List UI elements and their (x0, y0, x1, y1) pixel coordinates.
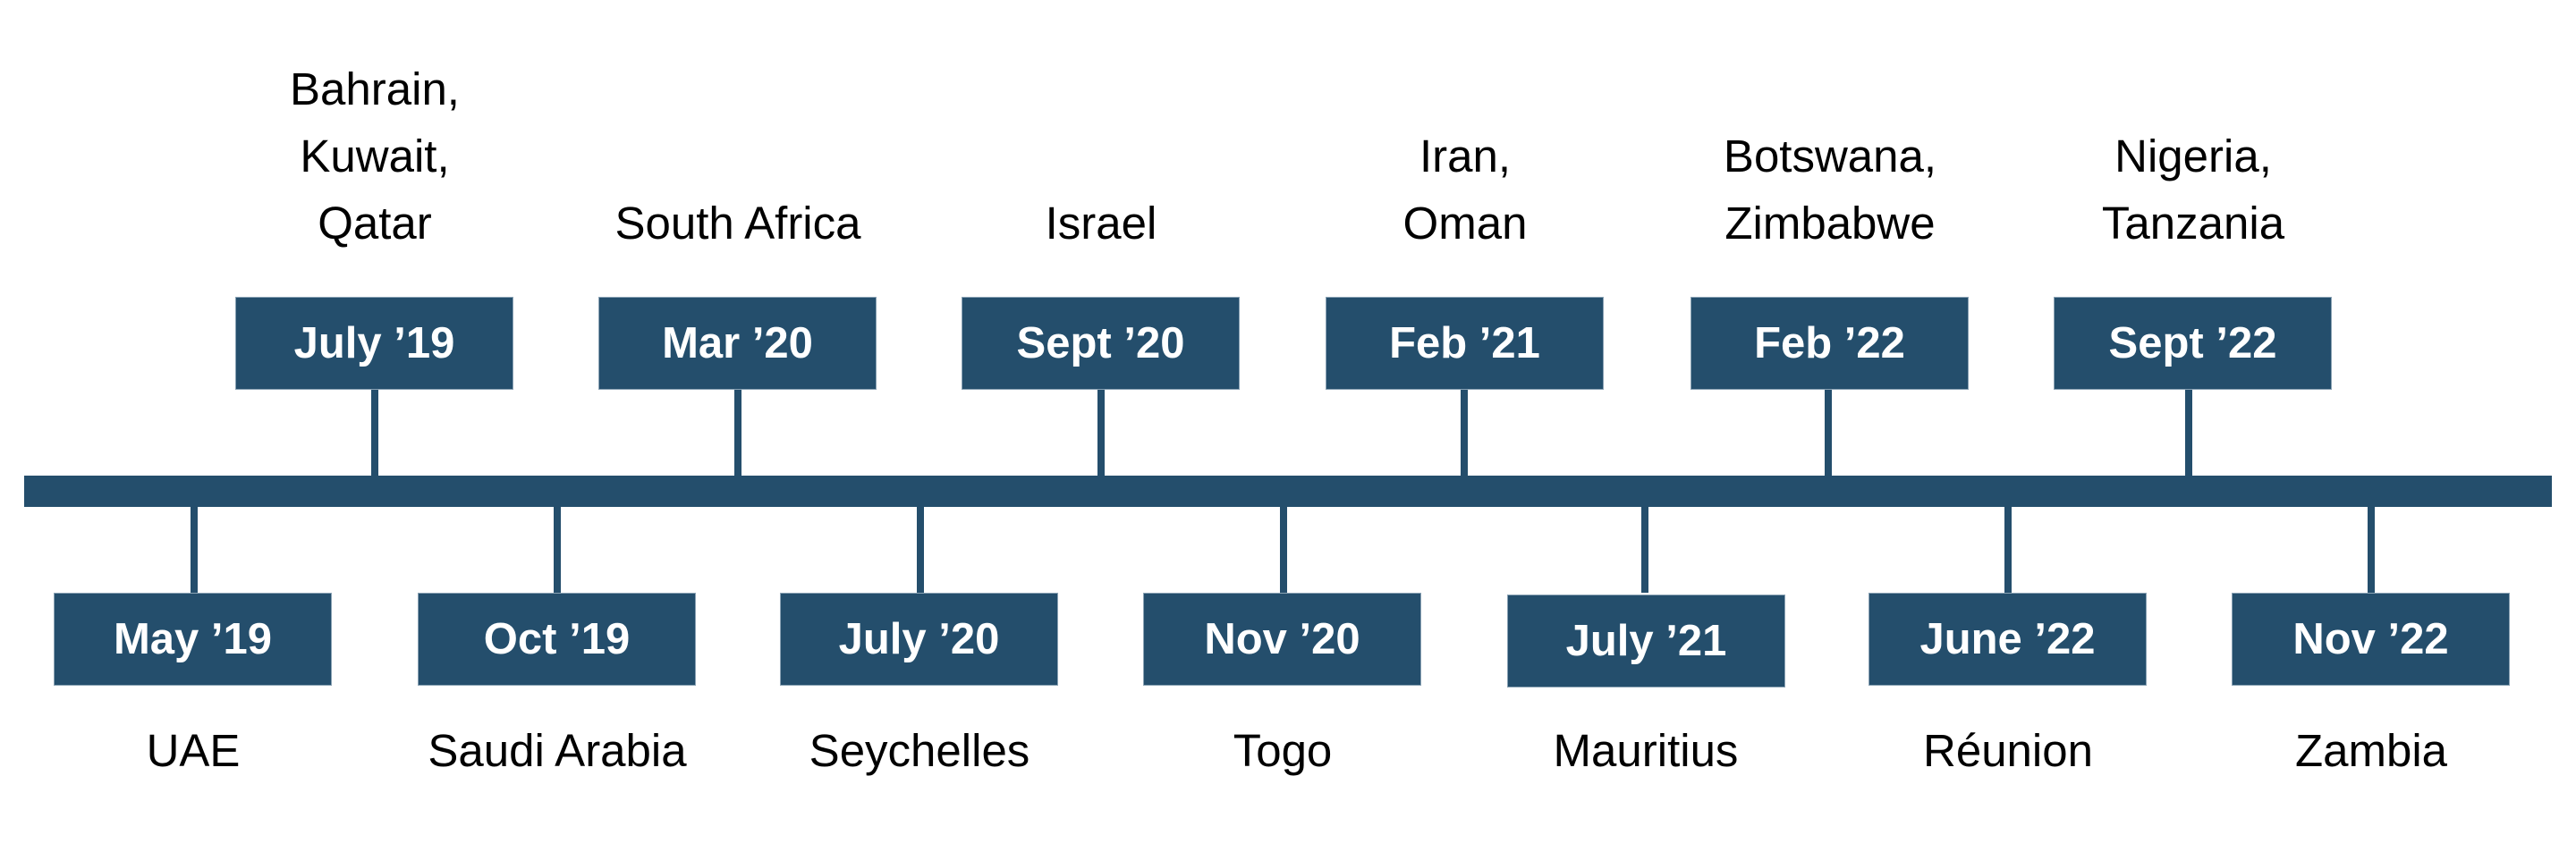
date-label: July ’20 (838, 615, 1000, 663)
connector-stem (1825, 390, 1832, 476)
country-line: Togo (1233, 725, 1333, 776)
country-label: Togo (1095, 717, 1470, 784)
connector-stem (191, 507, 198, 593)
date-label: July ’19 (293, 319, 455, 367)
connector-stem (2004, 507, 2012, 593)
connector-stem (1280, 507, 1287, 593)
date-box: July ’19 (235, 297, 513, 390)
country-label: Mauritius (1458, 717, 1834, 784)
country-label: Bahrain, Kuwait, Qatar (187, 55, 563, 257)
connector-stem (2368, 507, 2375, 593)
country-label: Saudi Arabia (369, 717, 745, 784)
date-box: Nov ’20 (1143, 593, 1421, 686)
country-line: Iran, (1419, 131, 1512, 181)
country-label: Zambia (2183, 717, 2559, 784)
date-label: Feb ’21 (1389, 319, 1540, 367)
country-line: Zimbabwe (1724, 198, 1936, 249)
date-box: Oct ’19 (418, 593, 696, 686)
country-label: Botswana, Zimbabwe (1642, 122, 2018, 257)
country-line: South Africa (614, 198, 861, 249)
country-line: Tanzania (2101, 198, 2285, 249)
date-label: May ’19 (113, 615, 273, 663)
connector-stem (2185, 390, 2192, 476)
connector-stem (1097, 390, 1105, 476)
date-label: Nov ’22 (2292, 615, 2449, 663)
connector-stem (734, 390, 741, 476)
connector-stem (371, 390, 378, 476)
country-label: Iran, Oman (1277, 122, 1653, 257)
date-box: Sept ’22 (2054, 297, 2332, 390)
date-label: Sept ’22 (2108, 319, 2277, 367)
date-box: Nov ’22 (2232, 593, 2510, 686)
country-line: Zambia (2294, 725, 2448, 776)
date-box: Sept ’20 (962, 297, 1240, 390)
date-label: July ’21 (1565, 617, 1727, 665)
country-line: Kuwait, (300, 131, 450, 181)
date-box: Feb ’21 (1326, 297, 1604, 390)
date-box: July ’21 (1507, 595, 1785, 688)
country-line: Oman (1402, 198, 1528, 249)
country-line: UAE (146, 725, 241, 776)
country-label: Israel (913, 190, 1289, 257)
date-box: Mar ’20 (598, 297, 877, 390)
date-label: Sept ’20 (1016, 319, 1185, 367)
country-line: Qatar (318, 198, 432, 249)
date-label: Oct ’19 (483, 615, 631, 663)
date-box: May ’19 (54, 593, 332, 686)
country-label: Réunion (1820, 717, 2196, 784)
country-line: Saudi Arabia (428, 725, 687, 776)
country-line: Nigeria, (2114, 131, 2272, 181)
connector-stem (917, 507, 924, 593)
country-line: Seychelles (809, 725, 1030, 776)
connector-stem (1461, 390, 1468, 476)
date-box: July ’20 (780, 593, 1058, 686)
country-label: South Africa (550, 190, 926, 257)
country-line: Mauritius (1553, 725, 1739, 776)
country-line: Israel (1045, 198, 1157, 249)
date-box: Feb ’22 (1690, 297, 1969, 390)
connector-stem (1641, 507, 1648, 593)
connector-stem (554, 507, 561, 593)
country-label: Nigeria, Tanzania (2005, 122, 2381, 257)
date-box: June ’22 (1868, 593, 2147, 686)
country-line: Réunion (1923, 725, 2093, 776)
date-label: June ’22 (1919, 615, 2096, 663)
country-line: Bahrain, (290, 63, 460, 114)
country-line: Botswana, (1723, 131, 1937, 181)
country-label: UAE (5, 717, 381, 784)
country-label: Seychelles (732, 717, 1107, 784)
date-label: Nov ’20 (1204, 615, 1360, 663)
date-label: Feb ’22 (1754, 319, 1905, 367)
date-label: Mar ’20 (662, 319, 813, 367)
timeline-axis (24, 476, 2552, 507)
